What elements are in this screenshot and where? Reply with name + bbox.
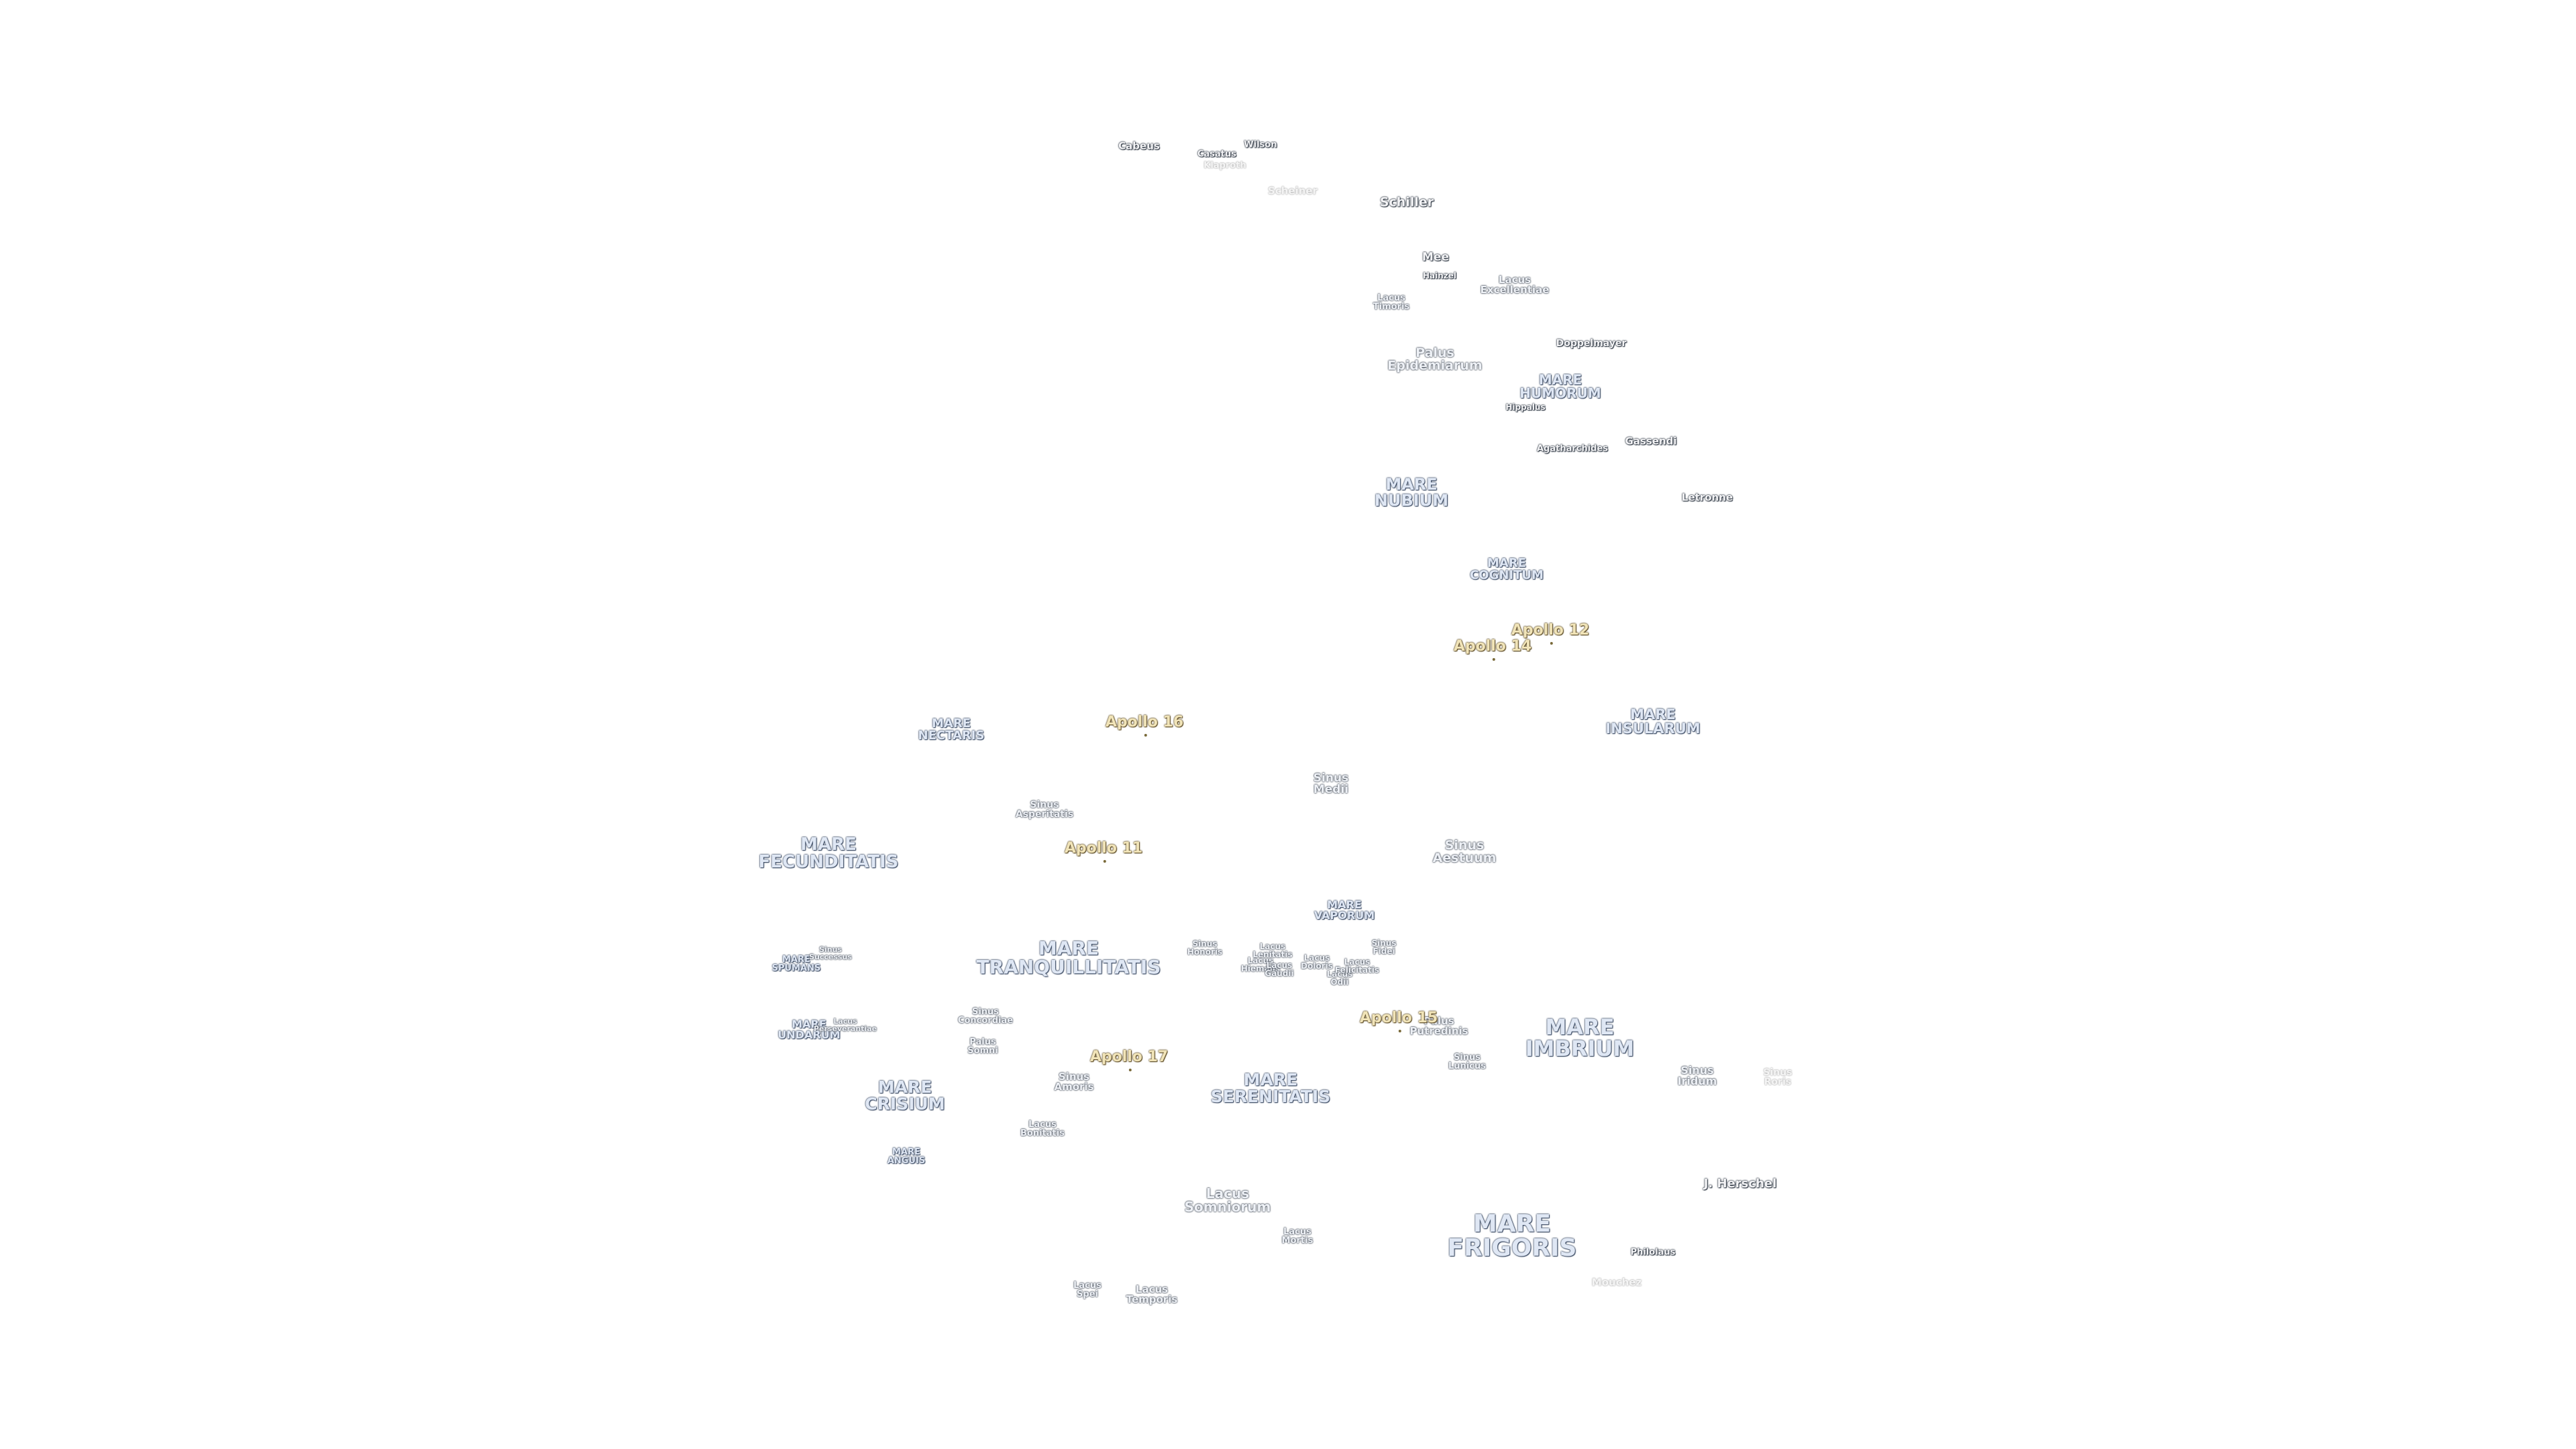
crater-label-casatus: Casatus: [1197, 149, 1237, 160]
crater-label-wilson: Wilson: [1244, 140, 1277, 150]
crater-label-hippalus: Hippalus: [1505, 402, 1546, 412]
crater-label-scheiner: Scheiner: [1268, 184, 1318, 197]
apollo-site-label-14: Apollo 14: [1453, 638, 1532, 661]
apollo-site-label-15: Apollo 15: [1359, 1010, 1438, 1032]
crater-label-hainzel: Hainzel: [1422, 271, 1457, 280]
apollo-site-label-17: Apollo 17: [1089, 1049, 1169, 1071]
crater-label-j-herschel: J. Herschel: [1703, 1177, 1777, 1191]
crater-label-schiller: Schiller: [1379, 195, 1434, 210]
crater-label-letronne: Letronne: [1681, 491, 1733, 504]
apollo-site-label-12: Apollo 12: [1511, 622, 1590, 645]
crater-label-doppelmayer: Doppelmayer: [1556, 338, 1627, 349]
crater-label-mee: Mee: [1422, 250, 1449, 264]
crater-label-cabeus: Cabeus: [1118, 140, 1160, 152]
crater-label-gassendi: Gassendi: [1625, 435, 1677, 447]
crater-label-mouchez: Mouchez: [1591, 1276, 1642, 1289]
apollo-site-label-16: Apollo 16: [1105, 714, 1184, 737]
crater-label-agatharchides: Agatharchides: [1536, 443, 1609, 454]
crater-label-philolaus: Philolaus: [1630, 1247, 1676, 1258]
crater-label-klaproth: Klaproth: [1203, 160, 1246, 171]
apollo-site-label-11: Apollo 11: [1064, 840, 1143, 863]
